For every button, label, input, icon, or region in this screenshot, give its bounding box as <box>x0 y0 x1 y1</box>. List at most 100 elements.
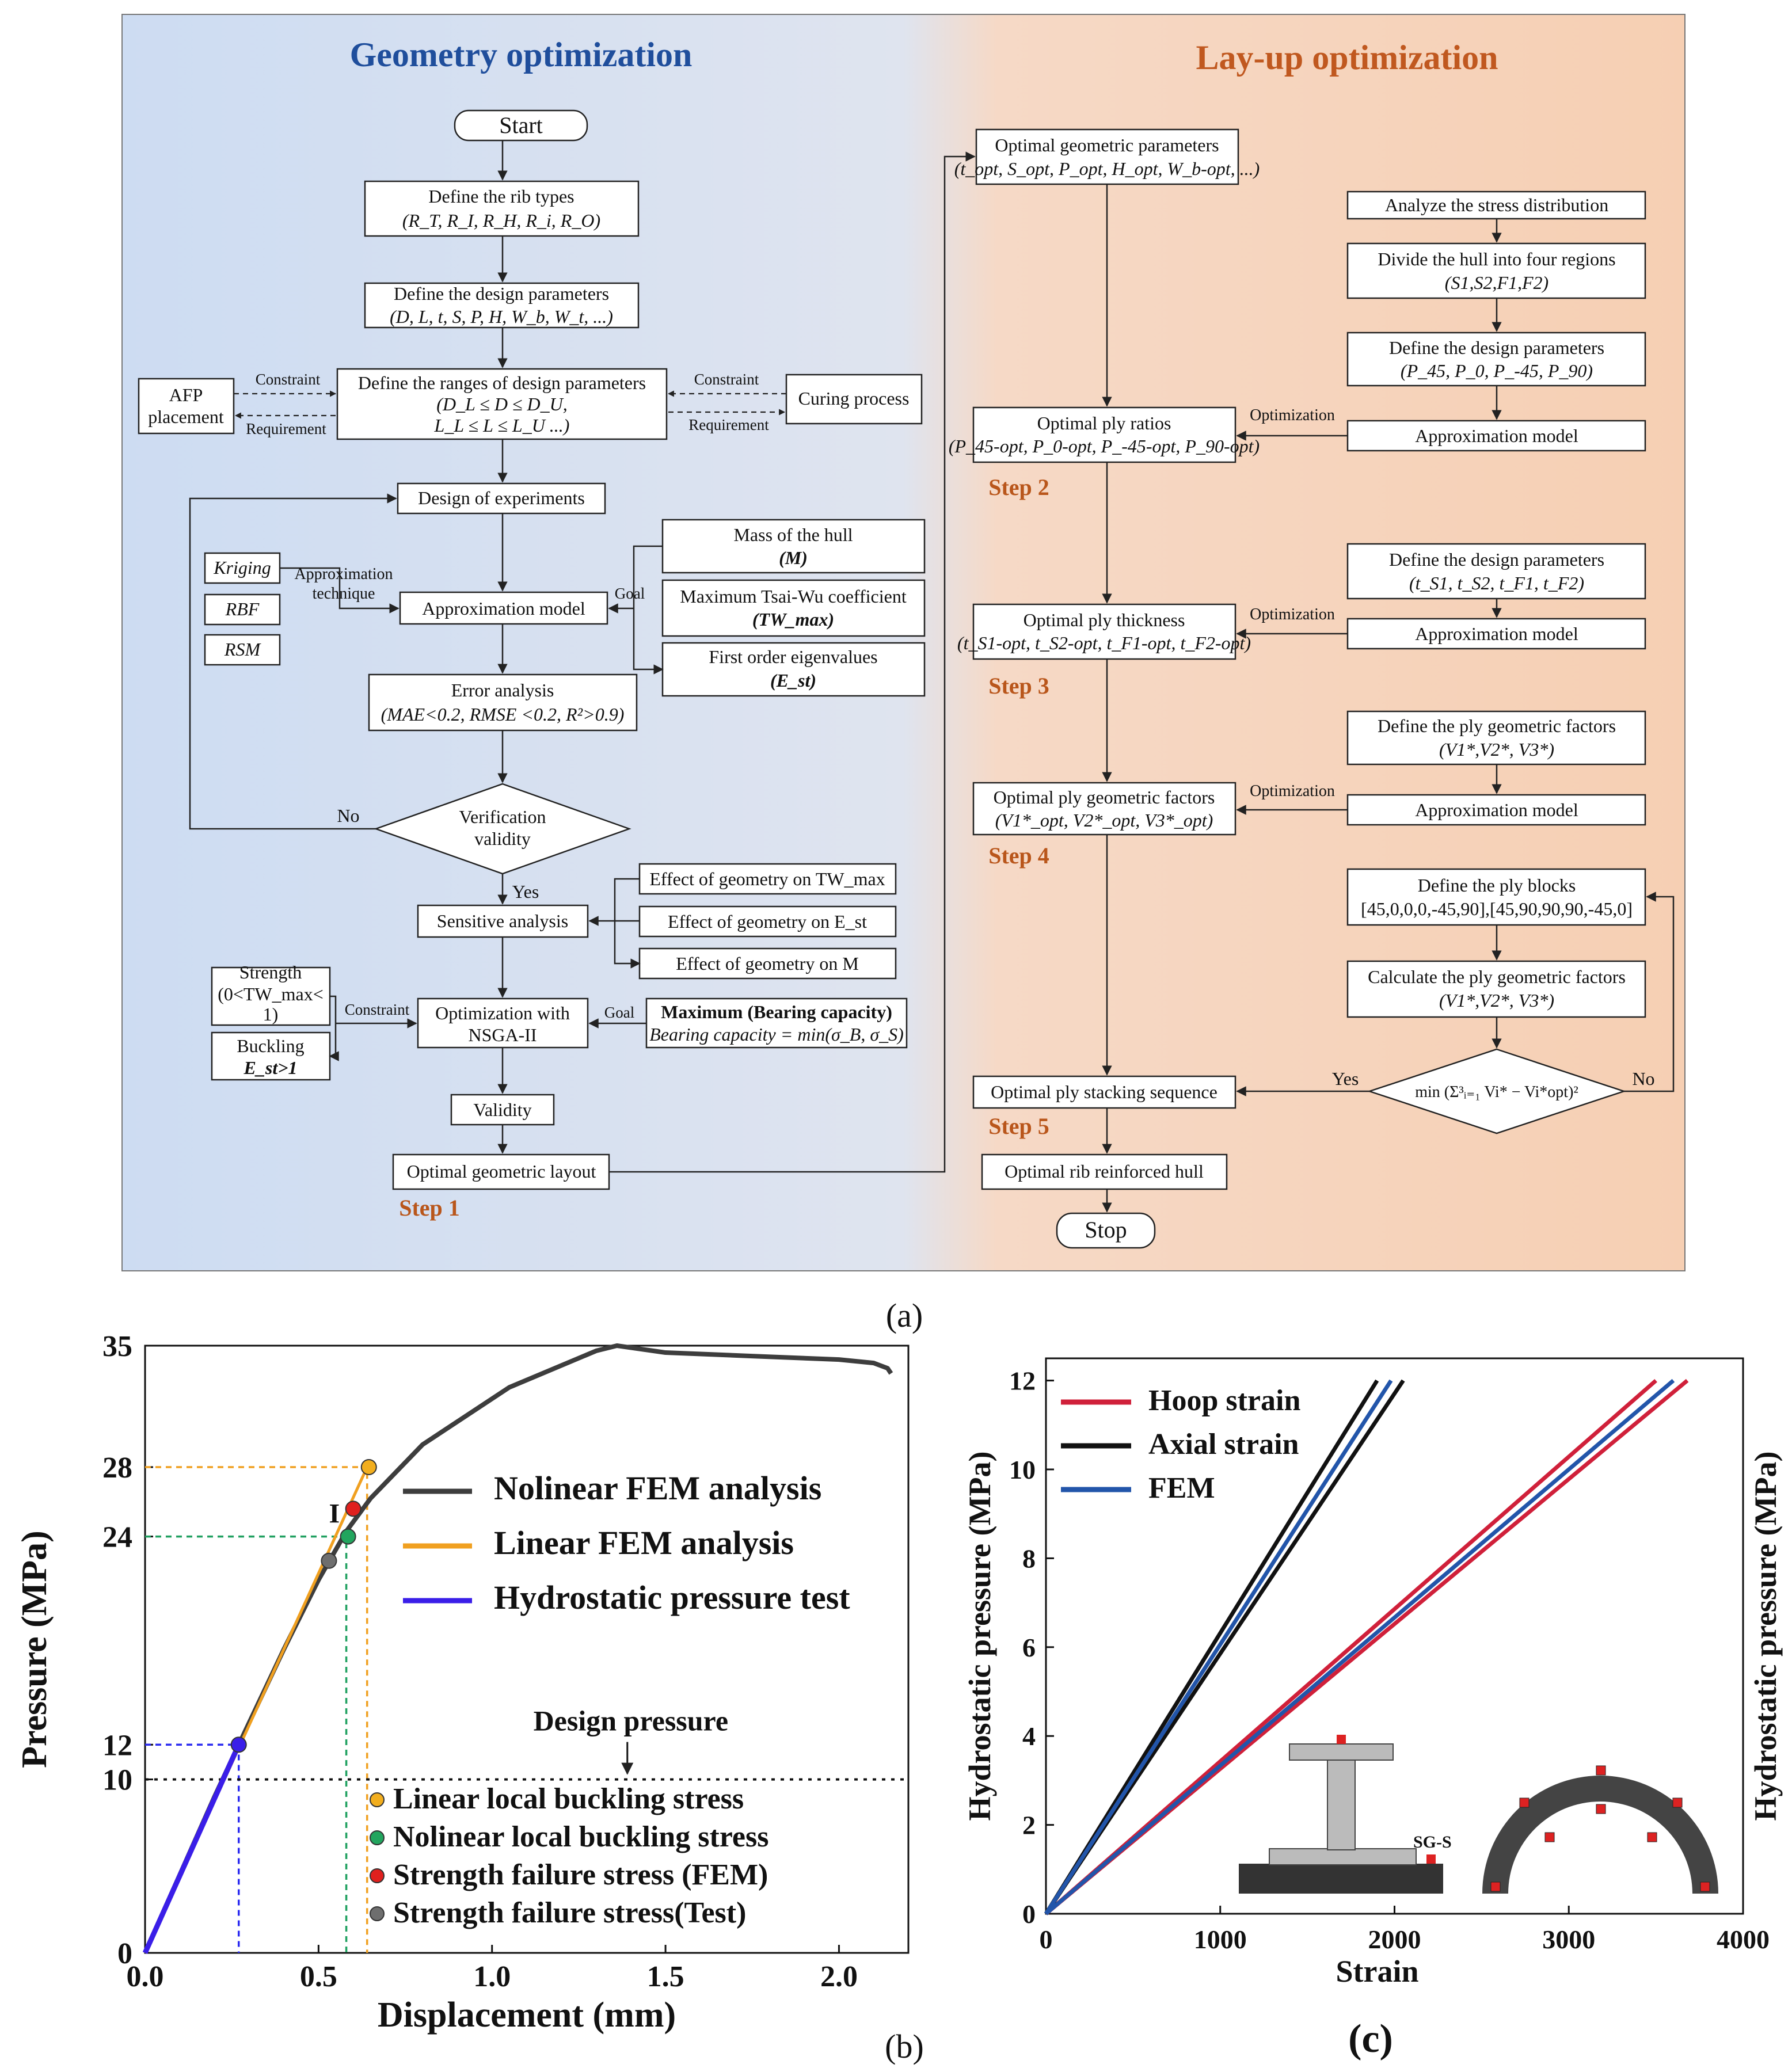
legend-line-label: FEM <box>1148 1472 1215 1505</box>
legend-line-label: Linear FEM analysis <box>494 1524 794 1562</box>
sensitive-analysis-box <box>417 904 589 938</box>
effect-tw-box <box>638 863 897 895</box>
define-params-ratio-list: (P_45, P_0, P_-45, P_90) <box>1401 360 1593 381</box>
no-back-arrow <box>1624 892 1675 1092</box>
approx-model-ratio-label: Approximation model <box>1415 425 1578 446</box>
verification-label-1: Verification <box>459 806 546 827</box>
approx-technique-arrow <box>280 567 400 614</box>
no-label: No <box>337 805 359 826</box>
opt-ply-thickness-list: (t_S1-opt, t_S2-opt, t_F1-opt, t_F2-opt) <box>957 633 1251 653</box>
approx-technique-label-1: Approximation <box>294 565 393 583</box>
optimal-geometric-layout-box <box>392 1153 610 1190</box>
mass-symbol: (M) <box>779 547 808 568</box>
validity-label: Validity <box>473 1099 531 1120</box>
x-tick-label: 2.0 <box>820 1960 858 1993</box>
effect-est-label: Effect of geometry on E_st <box>668 911 867 932</box>
optimal-layout-label: Optimal geometric layout <box>407 1161 596 1182</box>
define-ply-geo-title: Define the ply geometric factors <box>1378 715 1616 736</box>
y-tick-label: 10 <box>102 1764 132 1797</box>
approx-technique-label-2: technique <box>313 585 375 603</box>
calc-ply-geo-box <box>1346 960 1646 1018</box>
opt-ply-geo-title: Optimal ply geometric factors <box>994 787 1215 808</box>
effect-m-box <box>638 947 897 980</box>
design-pressure-label: Design pressure <box>534 1705 728 1737</box>
rib-types-title: Define the rib types <box>428 186 574 207</box>
inset-web <box>1327 1759 1356 1850</box>
divide-hull-regions: (S1,S2,F1,F2) <box>1445 272 1548 293</box>
approximation-model-box <box>399 591 608 625</box>
y-tick-label: 28 <box>102 1452 132 1484</box>
error-analysis-title: Error analysis <box>451 680 554 700</box>
rib-types-list: (R_T, R_I, R_H, R_i, R_O) <box>402 210 600 231</box>
kriging-label: Kriging <box>213 557 271 578</box>
curing-label: Curing process <box>798 388 910 409</box>
legend-point-swatch <box>370 1868 385 1883</box>
opt-geo-params-title: Optimal geometric parameters <box>995 135 1219 155</box>
inset-hull-section <box>1482 1776 1718 1894</box>
strain-gauge-marker <box>1700 1882 1710 1892</box>
y-tick-label: 24 <box>102 1521 132 1554</box>
y-tick-label: 8 <box>1022 1544 1036 1573</box>
verification-validity-diamond <box>374 783 631 875</box>
rbf-box <box>204 593 281 626</box>
nsga-label-2: NSGA-II <box>468 1025 537 1045</box>
data-point <box>230 1736 247 1753</box>
data-point <box>321 1552 337 1569</box>
tsai-wu-box <box>661 579 926 637</box>
define-design-params-box <box>364 282 640 329</box>
optimal-stacking-box <box>972 1075 1236 1109</box>
sensitive-label: Sensitive analysis <box>437 911 568 931</box>
data-point <box>345 1500 362 1517</box>
doe-label: Design of experiments <box>418 488 585 508</box>
approx-model-geo-box <box>1346 794 1646 826</box>
define-ply-blocks-list: [45,0,0,0,-45,90],[45,90,90,90,-45,0] <box>1361 898 1633 919</box>
optimal-ply-ratios-box <box>972 406 1236 463</box>
legend-point-label: Strength failure stress(Test) <box>393 1896 746 1929</box>
optimal-ply-geo-box <box>972 782 1236 836</box>
min-objective-diamond <box>1367 1048 1626 1134</box>
afp-placement-box <box>138 378 235 435</box>
legend-line-label: Axial strain <box>1148 1428 1299 1461</box>
x-tick-label: 0 <box>1040 1925 1053 1954</box>
min-objective-label: min (Σ³ᵢ₌₁ Vi* − Vi*opt)² <box>1415 1083 1578 1101</box>
strength-label-1: Strength <box>239 962 302 982</box>
opt-rib-hull-label: Optimal rib reinforced hull <box>1005 1161 1204 1182</box>
legend-line-label: Hoop strain <box>1148 1384 1300 1417</box>
annotation-label: I <box>329 1498 340 1529</box>
buckling-label-1: Buckling <box>237 1035 304 1056</box>
start-label: Start <box>499 112 543 138</box>
series-line <box>1044 1378 1675 1915</box>
rsm-box <box>204 634 281 666</box>
validity-box <box>450 1094 555 1126</box>
goal-label-2: Goal <box>604 1004 634 1021</box>
design-params-title: Define the design parameters <box>394 283 609 304</box>
legend-point-label: Strength failure stress (FEM) <box>393 1858 768 1891</box>
x-axis-label: Strain <box>1336 1954 1418 1989</box>
no-label-right: No <box>1632 1068 1654 1089</box>
rsm-label: RSM <box>224 639 262 660</box>
series-line-3 <box>142 1743 241 1954</box>
kriging-box <box>204 552 281 584</box>
legend-point-swatch <box>370 1792 385 1807</box>
requirement-left-label: Requirement <box>246 420 326 437</box>
strain-gauge-marker <box>1519 1797 1530 1808</box>
approx-model-geo-label: Approximation model <box>1415 799 1578 820</box>
constraint-right-label: Constraint <box>694 371 759 388</box>
define-params-thickness-box <box>1346 543 1646 600</box>
strain-gauge-marker <box>1426 1854 1436 1864</box>
constraint-arrow <box>329 995 339 1061</box>
strain-gauge-marker <box>1544 1832 1555 1842</box>
layout-to-params-arrow <box>609 151 976 1173</box>
calc-ply-geo-title: Calculate the ply geometric factors <box>1368 966 1626 987</box>
optimal-rib-hull-box <box>981 1153 1228 1190</box>
analyze-stress-box <box>1346 191 1646 220</box>
strength-label-3: 1) <box>263 1004 279 1025</box>
x-tick-label: 1000 <box>1194 1925 1247 1954</box>
y-tick-label: 0 <box>1022 1899 1036 1929</box>
opt-ply-ratios-title: Optimal ply ratios <box>1037 413 1171 433</box>
strain-gauge-marker <box>1337 1735 1346 1744</box>
effect-est-box <box>638 905 897 938</box>
yes-label: Yes <box>512 881 539 902</box>
